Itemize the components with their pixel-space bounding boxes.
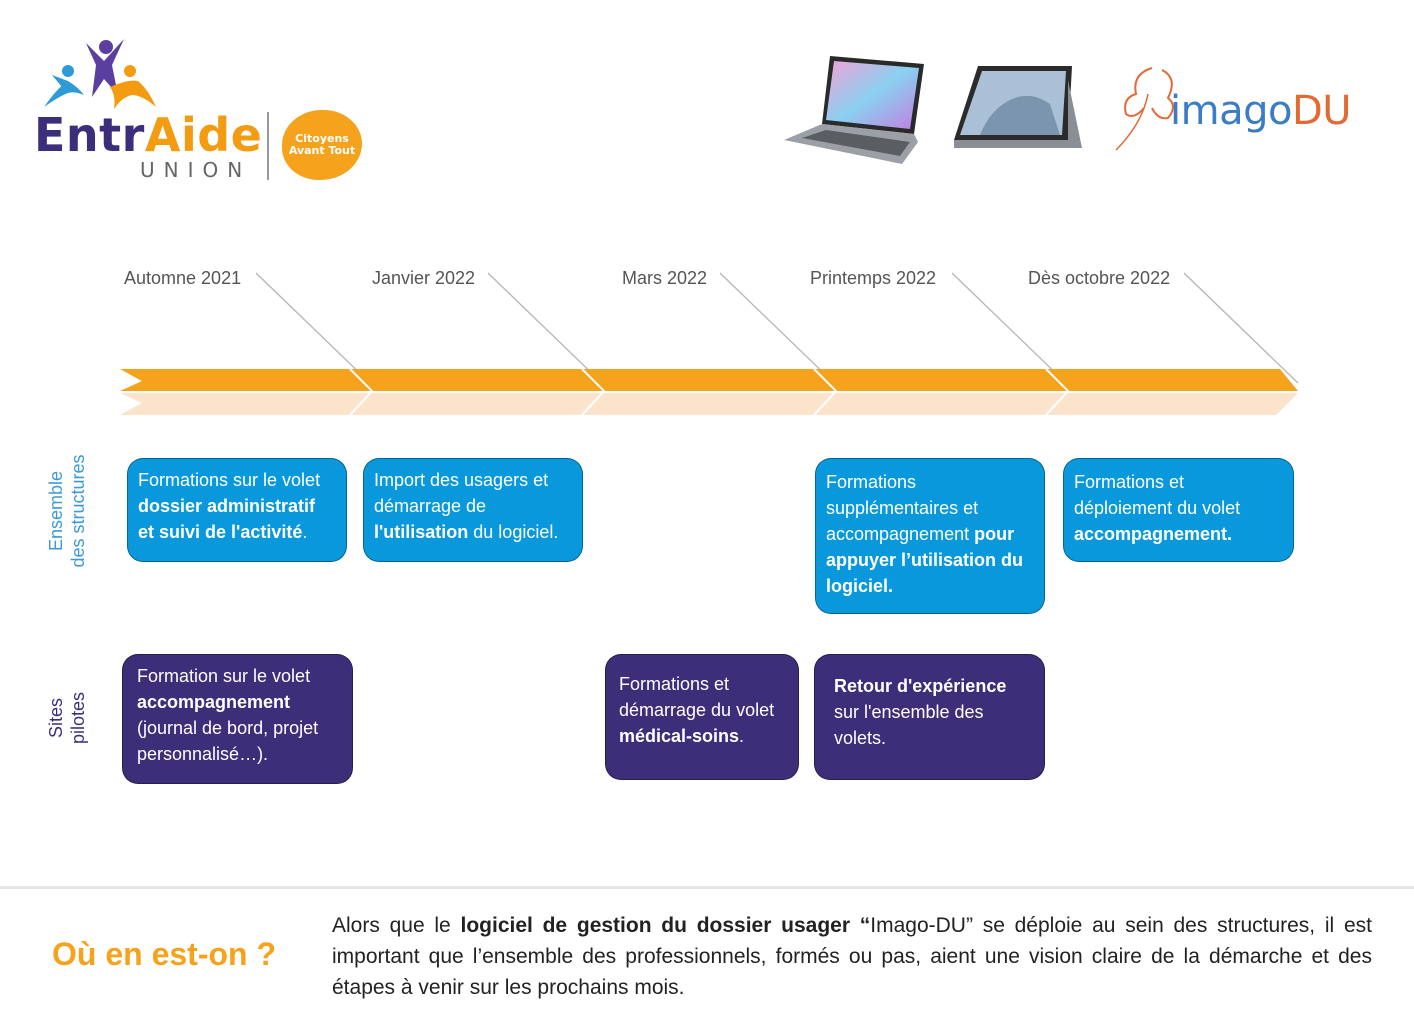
milestone-card: Formations et démarrage du volet médical… <box>605 654 799 780</box>
date-label: Janvier 2022 <box>372 268 476 288</box>
butterfly-icon <box>1115 67 1174 151</box>
milestone-card: Formations et déploiement du volet accom… <box>1063 458 1294 562</box>
milestone-card: Formations supplémentaires et accompagne… <box>815 458 1045 614</box>
date-label: Printemps 2022 <box>810 268 937 288</box>
logo-subtitle: UNION <box>140 158 252 182</box>
date-label: Dès octobre 2022 <box>1028 268 1171 288</box>
entraide-logo: EntrAide UNION Citoyens Avant Tout <box>30 30 370 190</box>
people-figures-icon <box>44 39 156 109</box>
milestone-card: Formations sur le volet dossier administ… <box>127 458 347 562</box>
milestone-card: Retour d'expérience sur l'ensemble des v… <box>814 654 1045 780</box>
row-label-structures: Ensemble des structures <box>46 454 88 568</box>
date-label: Automne 2021 <box>124 268 242 288</box>
imago-logo-text: imagoDU <box>1170 88 1352 134</box>
milestone-card: Import des usagers et démarrage de l'uti… <box>363 458 583 562</box>
tablet-icon <box>954 66 1082 148</box>
section-divider <box>0 886 1414 889</box>
logo-divider <box>267 112 269 180</box>
date-label: Mars 2022 <box>622 268 708 288</box>
row-label-pilots: Sites pilotes <box>46 691 88 745</box>
logo-name: EntrAide <box>34 108 263 162</box>
laptop-icon <box>784 56 924 164</box>
intro-paragraph: Alors que le logiciel de gestion du doss… <box>332 914 1372 999</box>
milestone-card: Formation sur le volet accompagnement (j… <box>122 654 353 784</box>
section-heading: Où en est-on ? <box>52 936 276 972</box>
citoyens-badge: Citoyens Avant Tout <box>282 110 362 180</box>
timeline-arrow <box>120 272 1299 416</box>
